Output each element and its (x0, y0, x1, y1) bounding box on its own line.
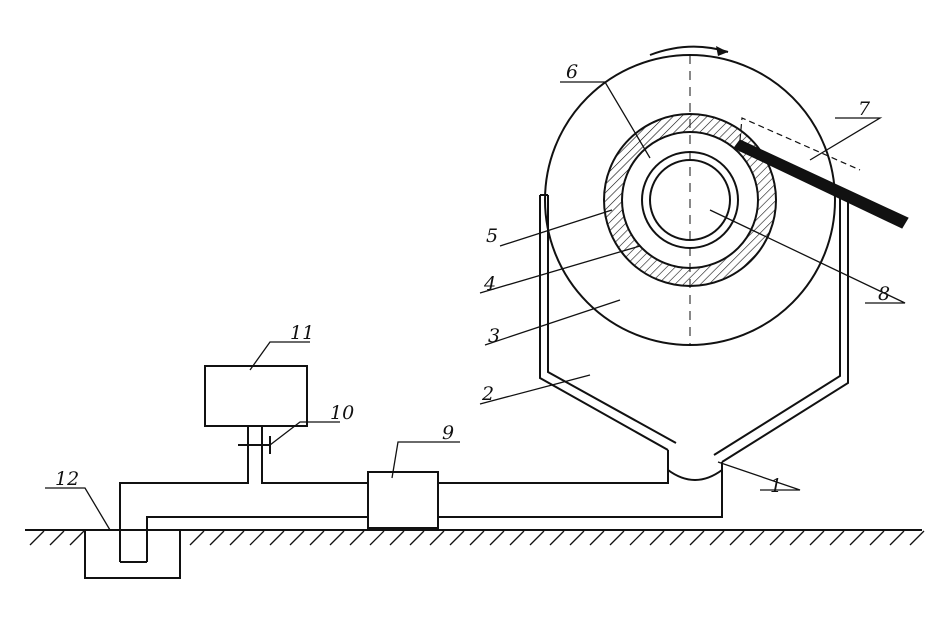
label-3: 3 (488, 325, 500, 347)
ground-hatch-line (809, 530, 825, 546)
callout-labels: 1 2 3 4 5 6 7 8 9 10 11 12 (55, 61, 890, 497)
ground-hatch-line (729, 530, 745, 546)
ground-hatch-line (69, 530, 85, 546)
rotation-arrow (649, 45, 729, 56)
label-12: 12 (55, 468, 79, 490)
ground (25, 529, 925, 546)
ground-hatch-line (909, 530, 925, 546)
ground-hatch-line (409, 530, 425, 546)
ground-hatch-line (269, 530, 285, 546)
ground-hatch-line (849, 530, 865, 546)
ground-hatch-line (529, 530, 545, 546)
sump-pit (84, 530, 181, 579)
ground-hatch-line (549, 530, 565, 546)
valve-10 (238, 436, 271, 454)
ground-hatch-line (389, 530, 405, 546)
ground-hatch-line (349, 530, 365, 546)
ground-hatch-line (769, 530, 785, 546)
ground-hatch-line (589, 530, 605, 546)
ground-hatch-line (209, 530, 225, 546)
ground-hatch-line (29, 530, 45, 546)
ground-hatch-line (689, 530, 705, 546)
ground-hatch-line (289, 530, 305, 546)
label-5: 5 (486, 225, 498, 247)
label-6: 6 (566, 61, 578, 83)
ground-hatch-line (789, 530, 805, 546)
ground-hatch-line (189, 530, 205, 546)
ground-hatch-line (509, 530, 525, 546)
ground-hatch-line (869, 530, 885, 546)
ground-hatch-line (489, 530, 505, 546)
label-11: 11 (290, 322, 314, 344)
ground-hatch-line (229, 530, 245, 546)
ground-hatch-line (369, 530, 385, 546)
ground-hatch-line (329, 530, 345, 546)
ground-hatch-line (309, 530, 325, 546)
drum (544, 54, 836, 346)
pump-9 (367, 471, 439, 529)
ground-hatch-line (649, 530, 665, 546)
ground-hatch-line (49, 530, 65, 546)
label-1: 1 (770, 475, 782, 497)
tank-box-11 (204, 365, 308, 438)
ground-hatch-line (749, 530, 765, 546)
ground-hatch-line (569, 530, 585, 546)
leader-lines (45, 81, 906, 531)
scraper-blade (733, 117, 909, 229)
ground-hatch-line (249, 530, 265, 546)
hopper (539, 191, 849, 481)
label-2: 2 (481, 383, 494, 405)
ground-hatch-line (429, 530, 445, 546)
label-8: 8 (878, 283, 890, 305)
label-4: 4 (483, 273, 496, 295)
ground-hatch-line (449, 530, 465, 546)
ground-hatch-line (709, 530, 725, 546)
label-7: 7 (858, 98, 871, 120)
ground-hatch-line (629, 530, 645, 546)
ground-hatch-line (469, 530, 485, 546)
ground-hatch-line (829, 530, 845, 546)
label-9: 9 (442, 422, 454, 444)
ground-hatch-line (669, 530, 685, 546)
pipeline (119, 438, 723, 563)
ground-hatch-line (889, 530, 905, 546)
ground-hatch-line (609, 530, 625, 546)
label-10: 10 (330, 402, 354, 424)
